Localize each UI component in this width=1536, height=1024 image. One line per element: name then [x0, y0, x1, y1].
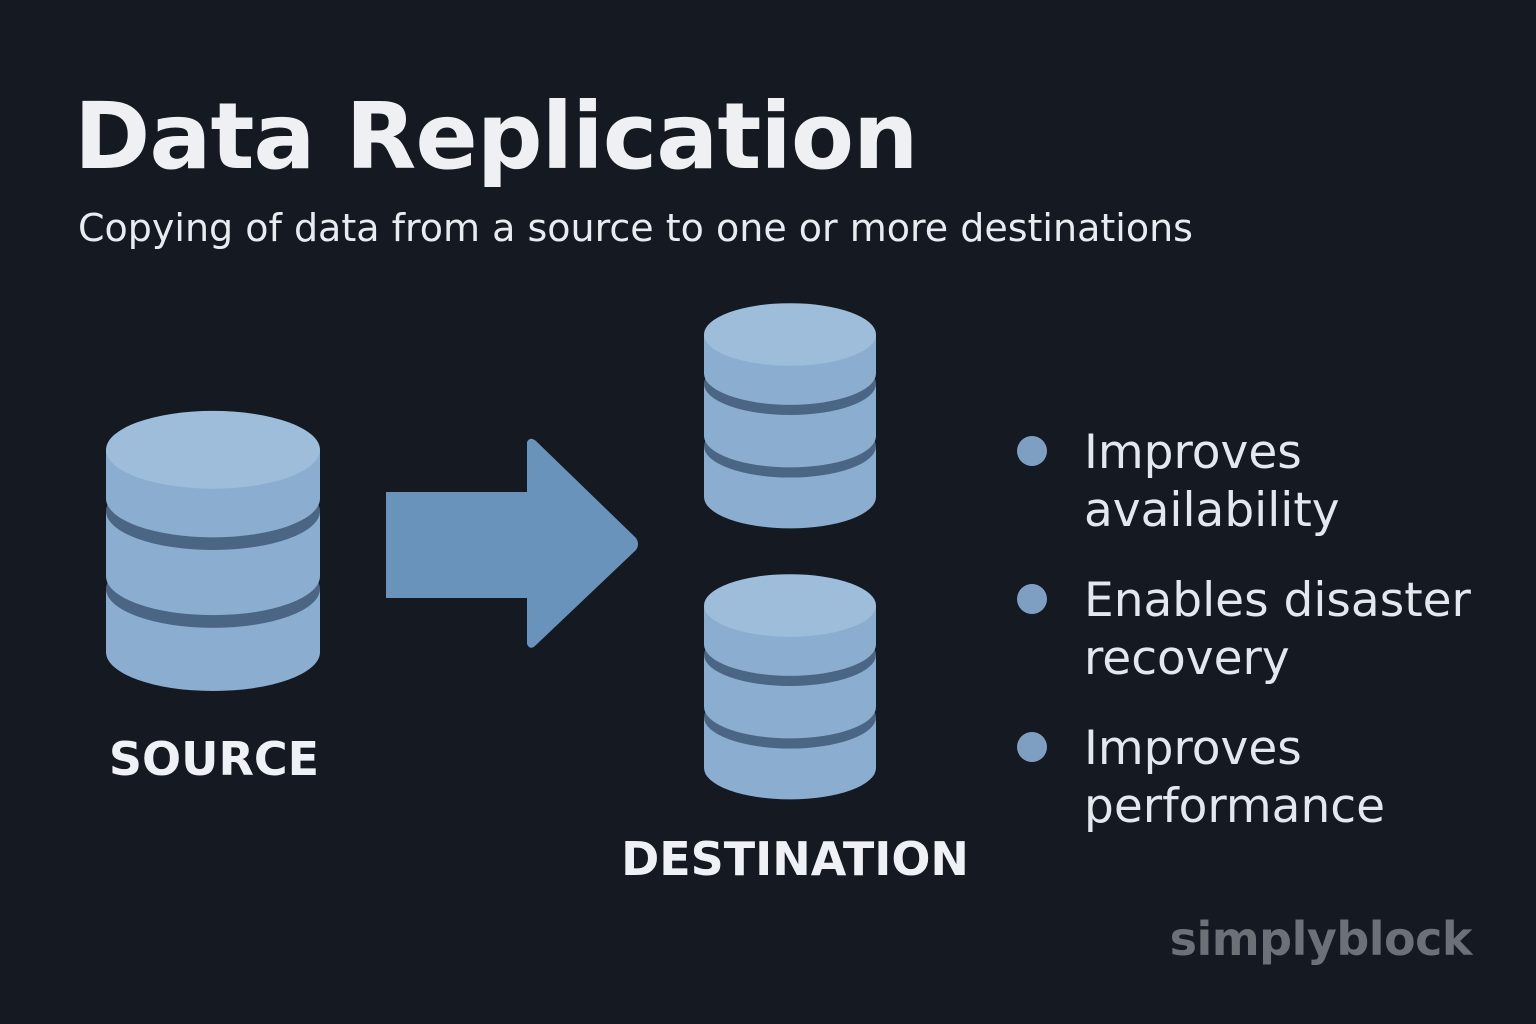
destination-label: DESTINATION: [621, 832, 969, 886]
source-database-icon: [106, 410, 320, 692]
bullet-icon: [1017, 436, 1047, 466]
source-label: SOURCE: [108, 732, 320, 786]
destination-database-bottom-icon: [704, 574, 876, 800]
benefit-text: Improves performance: [1084, 721, 1386, 834]
benefit-text: Enables disaster recovery: [1084, 573, 1471, 686]
page-title: Data Replication: [74, 83, 919, 190]
arrow-right-icon: [386, 438, 638, 648]
benefits-list: Improves availability Enables disaster r…: [1014, 424, 1514, 868]
destination-database-top-icon: [704, 303, 876, 529]
brand-logo: simplyblock: [1169, 912, 1473, 966]
list-item: Enables disaster recovery: [1014, 572, 1514, 688]
bullet-icon: [1017, 732, 1047, 762]
benefit-text: Improves availability: [1084, 425, 1340, 538]
bullet-icon: [1017, 584, 1047, 614]
list-item: Improves availability: [1014, 424, 1514, 540]
page-subtitle: Copying of data from a source to one or …: [78, 206, 1193, 250]
list-item: Improves performance: [1014, 720, 1514, 836]
